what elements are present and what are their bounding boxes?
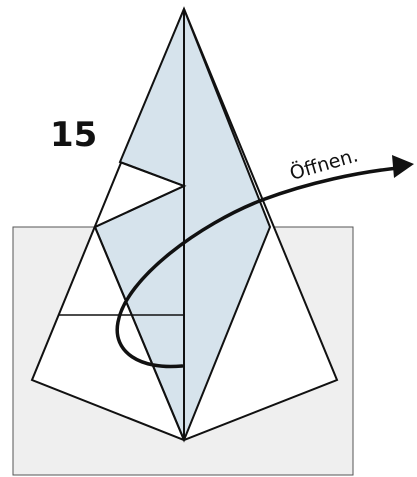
open-arrow-head: [392, 155, 414, 178]
open-arrow: [115, 166, 400, 369]
pocket-line-upper: [119, 161, 185, 187]
left-fold-edge: [94, 226, 185, 441]
action-label: Öffnen.: [287, 143, 360, 184]
step-number: 15: [50, 115, 97, 155]
pocket-line-lower: [94, 185, 185, 228]
